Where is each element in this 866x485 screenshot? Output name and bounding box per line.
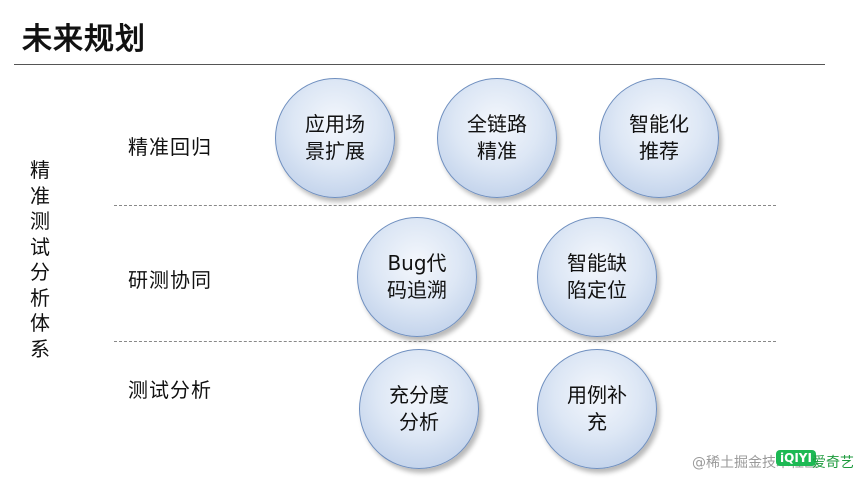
watermark-brand: 爱奇艺 [812, 455, 854, 471]
bubble-label: 智能化推荐 [629, 112, 689, 163]
side-label: 精准测试分析体系 [30, 158, 50, 361]
row-divider [114, 205, 776, 206]
bubble-label: 全链路精准 [467, 112, 527, 163]
bubble-label: 用例补充 [567, 383, 627, 434]
bubble-label: Bug代码追溯 [387, 251, 447, 302]
title-divider [14, 64, 825, 65]
page-title: 未来规划 [22, 22, 146, 57]
bubble-label: 应用场景扩展 [305, 112, 365, 163]
bubble-full-link-precision: 全链路精准 [437, 78, 557, 198]
bubble-case-supplement: 用例补充 [537, 349, 657, 469]
bubble-label: 智能缺陷定位 [567, 251, 627, 302]
bubble-scenario-expansion: 应用场景扩展 [275, 78, 395, 198]
row-divider [114, 341, 776, 342]
row-label-dev-test-collab: 研测协同 [128, 268, 212, 292]
bubble-smart-defect-locate: 智能缺陷定位 [537, 217, 657, 337]
row-label-test-analysis: 测试分析 [128, 378, 212, 402]
bubble-label: 充分度分析 [389, 383, 449, 434]
row-label-precise-regression: 精准回归 [128, 135, 212, 159]
bubble-smart-recommendation: 智能化推荐 [599, 78, 719, 198]
bubble-adequacy-analysis: 充分度分析 [359, 349, 479, 469]
iqiyi-logo-icon: iQIYI [776, 450, 816, 466]
bubble-bug-code-trace: Bug代码追溯 [357, 217, 477, 337]
